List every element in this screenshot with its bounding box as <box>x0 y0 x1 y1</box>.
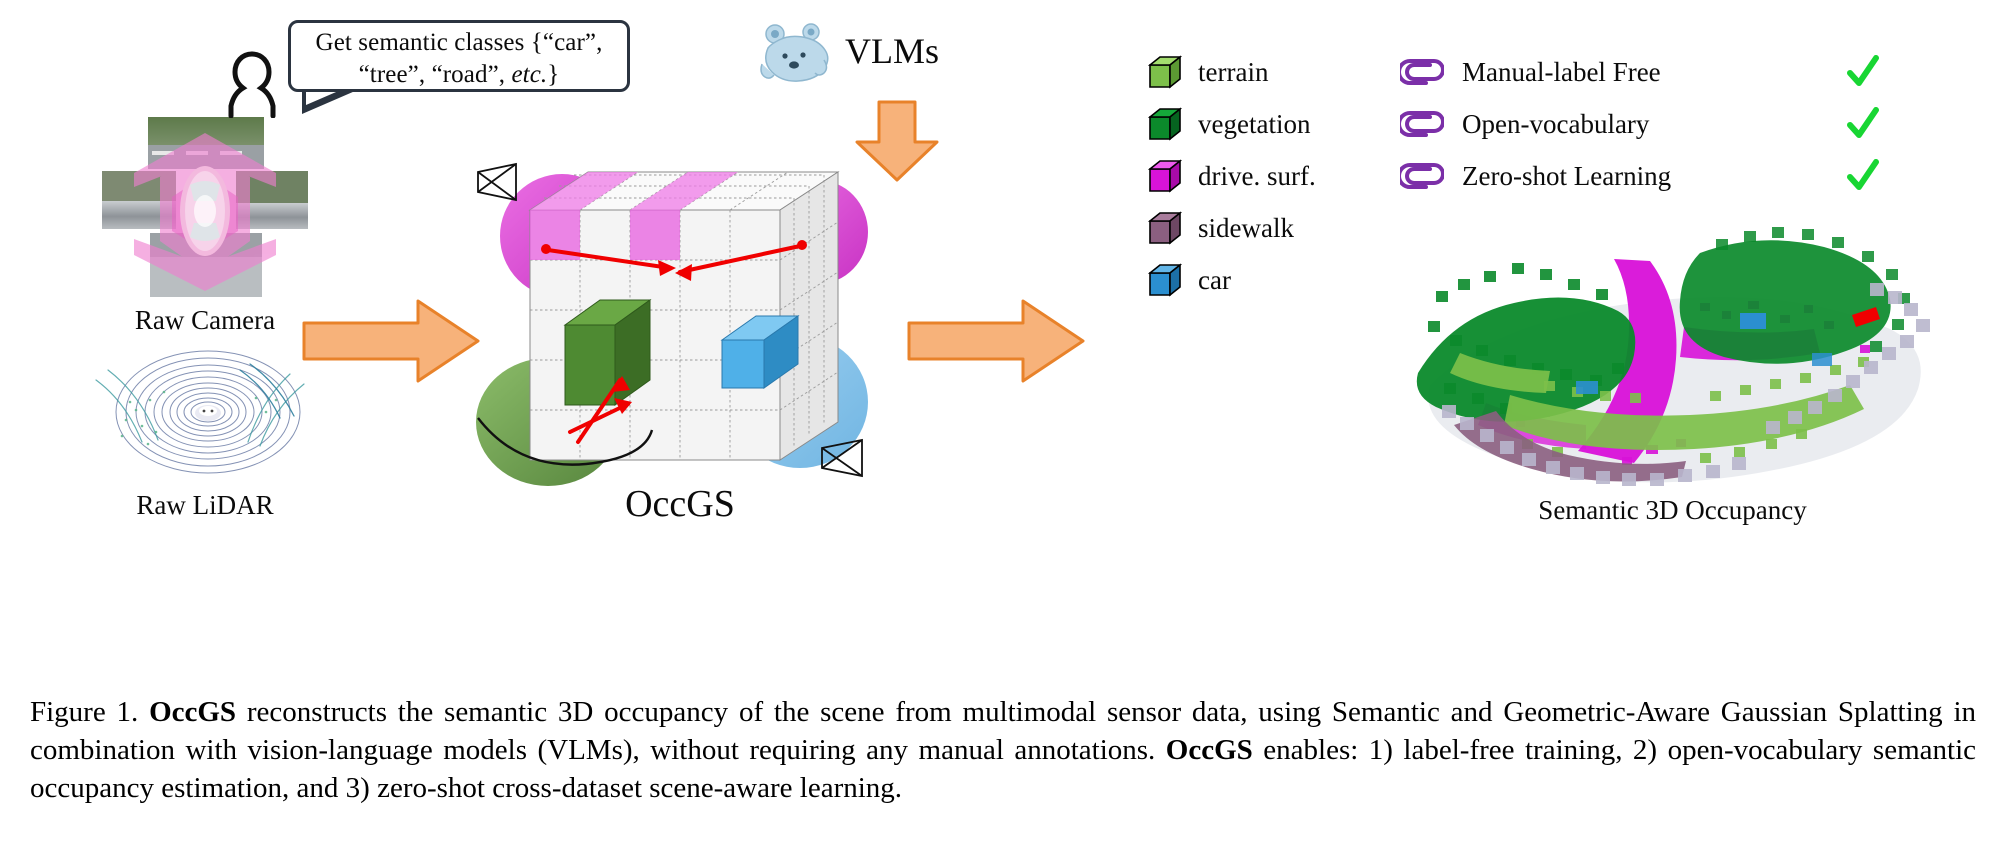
vlm-bear-icon <box>760 23 829 82</box>
legend-label-terrain: terrain <box>1198 56 1269 87</box>
vlm-label: VLMs <box>845 31 940 71</box>
legend-label-car: car <box>1198 264 1231 295</box>
prompt-line-2-text-b: etc. <box>511 61 548 88</box>
paperclip-icon <box>1400 111 1444 137</box>
paperclip-icon <box>1400 59 1444 85</box>
raw-lidar-label: Raw LiDAR <box>136 490 274 520</box>
prompt-line-2-text-c: } <box>547 61 560 88</box>
caption-model-name-2: OccGS <box>1165 734 1253 766</box>
prompt-line-2-text-a: “tree”, “road”, <box>358 61 512 88</box>
caption-part-1: reconstructs the semantic 3D occupancy o… <box>30 696 1976 766</box>
legend-label-drive-surf: drive. surf. <box>1198 160 1316 191</box>
feature-item-open-vocabulary: Open-vocabulary <box>1400 98 1880 150</box>
caption-part-2: enables: 1) label-free training, 2) open… <box>30 734 1976 804</box>
feature-item-zero-shot-learning: Zero-shot Learning <box>1400 150 1880 202</box>
check-icon <box>1847 55 1879 86</box>
arrow-model-to-output <box>907 299 1085 383</box>
raw-camera-label: Raw Camera <box>134 305 276 335</box>
arrow-vlm-to-model <box>855 100 939 182</box>
cube-icon-vegetation <box>1148 107 1182 141</box>
legend-item-car: car <box>1148 254 1368 306</box>
capability-list: Manual-label Free Open-vocabulary Zero-s… <box>1400 46 1880 202</box>
model-label: OccGS <box>625 483 735 525</box>
paperclip-icon <box>1400 163 1444 189</box>
cube-icon-terrain <box>1148 55 1182 89</box>
raw-lidar-image <box>95 350 305 474</box>
figure-caption: Figure 1. OccGS reconstructs the semanti… <box>30 693 1976 807</box>
prompt-line-2: “tree”, “road”, etc.} <box>291 59 627 91</box>
feature-label-open-vocabulary: Open-vocabulary <box>1462 108 1650 139</box>
arrow-inputs-to-model <box>302 299 480 383</box>
legend-item-terrain: terrain <box>1148 46 1368 98</box>
feature-label-zero-shot-learning: Zero-shot Learning <box>1462 160 1672 191</box>
cube-icon-sidewalk <box>1148 211 1182 245</box>
legend-item-vegetation: vegetation <box>1148 98 1368 150</box>
person-icon <box>228 51 276 118</box>
caption-model-name-1: OccGS <box>149 696 237 728</box>
check-icon <box>1847 159 1879 190</box>
raw-camera-image <box>102 117 308 297</box>
semantic-class-legend: terrain vegetation drive. surf. <box>1148 46 1368 306</box>
legend-item-sidewalk: sidewalk <box>1148 202 1368 254</box>
legend-label-vegetation: vegetation <box>1198 108 1311 139</box>
cube-icon-car <box>1148 263 1182 297</box>
voxel-grid-diagram <box>476 162 868 486</box>
feature-item-manual-label-free: Manual-label Free <box>1400 46 1880 98</box>
legend-label-sidewalk: sidewalk <box>1198 212 1294 243</box>
prompt-speech-bubble: Get semantic classes {“car”, “tree”, “ro… <box>288 20 630 92</box>
prompt-line-1: Get semantic classes {“car”, <box>291 27 627 59</box>
caption-prefix: Figure 1. <box>30 696 150 728</box>
prompt-line-1-text: Get semantic classes {“car”, <box>315 29 603 56</box>
legend-item-drive-surf: drive. surf. <box>1148 150 1368 202</box>
output-label: Semantic 3D Occupancy <box>1538 495 1807 525</box>
check-icon <box>1847 107 1879 138</box>
cube-icon-drive-surf <box>1148 159 1182 193</box>
feature-label-manual-label-free: Manual-label Free <box>1462 56 1661 87</box>
semantic-occupancy-render <box>1416 227 1930 486</box>
